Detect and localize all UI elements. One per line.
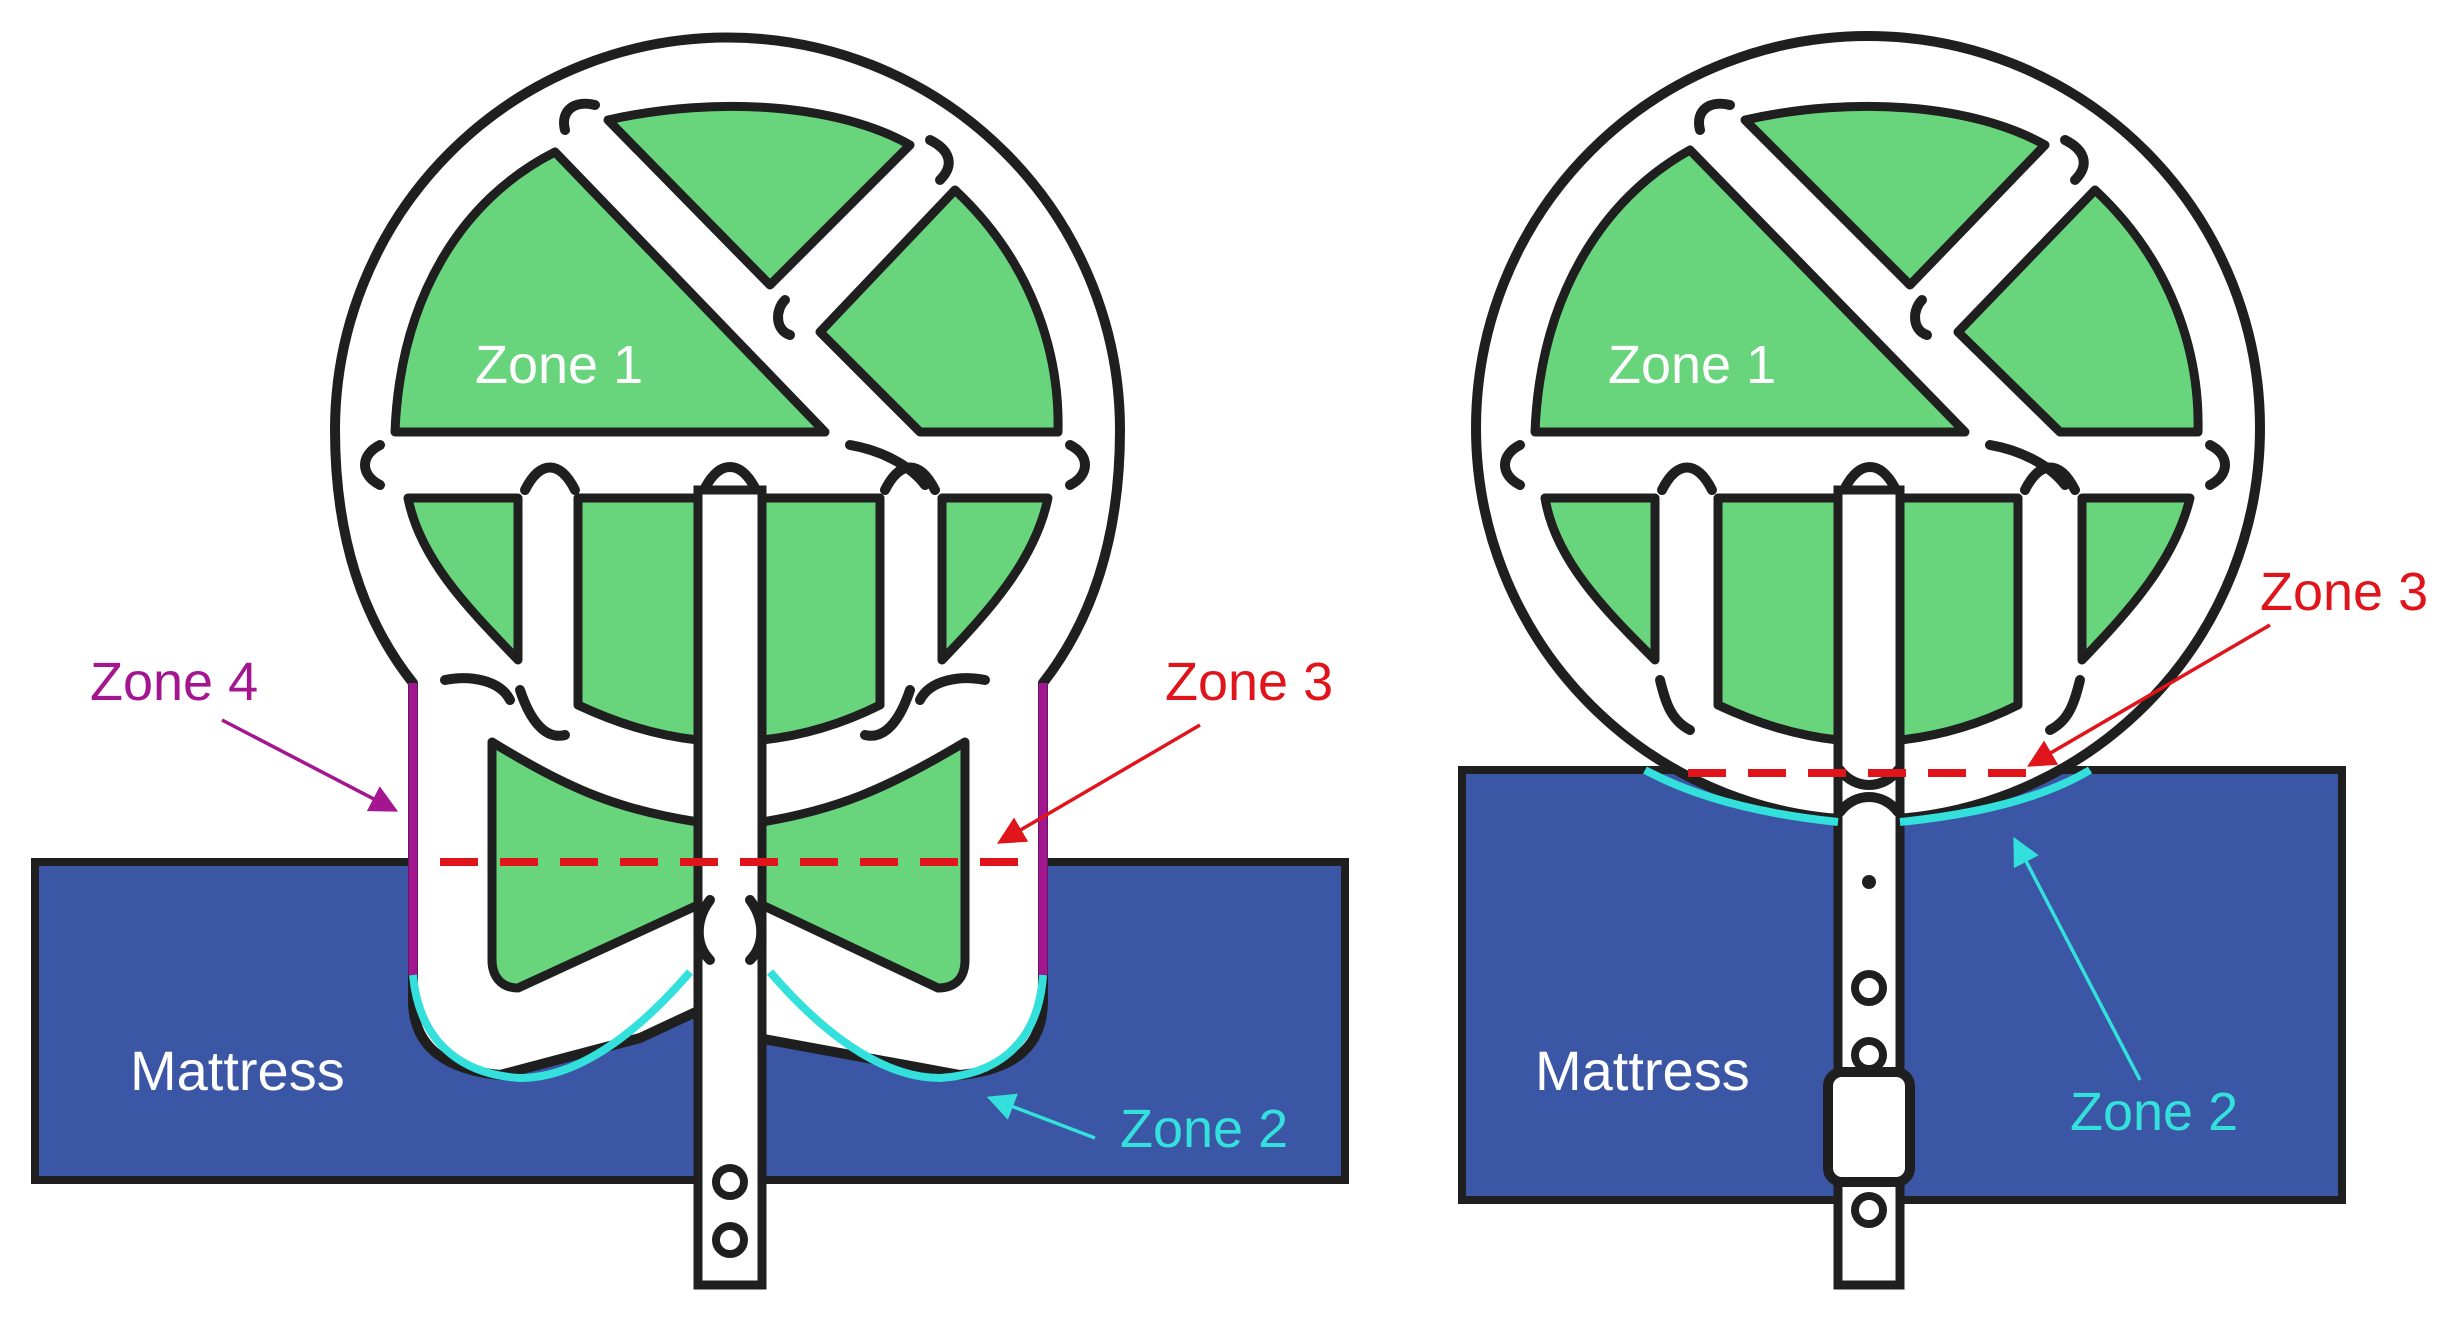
right-zone1-segment-a: [1530, 145, 1970, 437]
left-zone4-arrow: [221, 718, 399, 812]
left-zone3-arrow: [996, 723, 1201, 844]
right-mid-segment-1: [1540, 493, 1660, 665]
right-mid-segment-2: [1713, 493, 1843, 745]
left-mid-segment-3: [757, 493, 885, 745]
right-strap-hole-3: [1851, 1192, 1887, 1228]
right-strap-hole-2: [1851, 1037, 1887, 1073]
left-strap-hole-2: [712, 1222, 748, 1258]
right-strap-buckle: [1823, 1067, 1915, 1187]
right-mid-segment-3: [1895, 493, 2023, 745]
right-zone2-edge: [1643, 766, 2093, 826]
left-zone1-segment-c: [815, 185, 1063, 437]
left-mid-segment-1: [403, 493, 523, 665]
left-zone4-label: Zone 4: [90, 652, 258, 712]
left-strap-hole-1: [712, 1164, 748, 1200]
right-zone1-segment-b: [1740, 101, 2050, 290]
right-zone1-label: Zone 1: [1608, 335, 1776, 395]
left-zone3-label: Zone 3: [1165, 652, 1333, 712]
right-zone3-arrow: [2026, 623, 2271, 767]
left-panel: Zone 1 Zone 4 Zone 3 Zone 2 Mattress: [31, 32, 1349, 1290]
right-zone2-label: Zone 2: [2070, 1082, 2238, 1142]
right-strap-hole-1: [1851, 970, 1887, 1006]
right-strap-dot: [1862, 875, 1876, 889]
left-seams: [360, 98, 1090, 965]
right-panel: Zone 1 Zone 3 Zone 2 Mattress: [1458, 31, 2428, 1290]
left-zone2-edge-right: [766, 969, 1047, 1083]
left-zone2-arrow: [986, 1093, 1096, 1140]
right-zone3-label: Zone 3: [2260, 562, 2428, 622]
left-mattress-label: Mattress: [130, 1039, 345, 1102]
left-zone1-label: Zone 1: [475, 335, 643, 395]
left-zone1-segment-a: [390, 147, 830, 437]
left-strap: [693, 485, 767, 1290]
right-mattress-label: Mattress: [1535, 1039, 1750, 1102]
right-zone2-arrow: [2013, 836, 2142, 1081]
left-zone1-segment-b: [603, 101, 915, 290]
left-zone2-label: Zone 2: [1120, 1099, 1288, 1159]
left-zone2-edge-left: [409, 969, 694, 1083]
left-mid-segment-2: [573, 493, 703, 745]
left-mid-segment-4: [937, 493, 1053, 665]
right-zone1-segment-c: [1953, 185, 2203, 437]
right-mid-segment-4: [2077, 493, 2195, 665]
